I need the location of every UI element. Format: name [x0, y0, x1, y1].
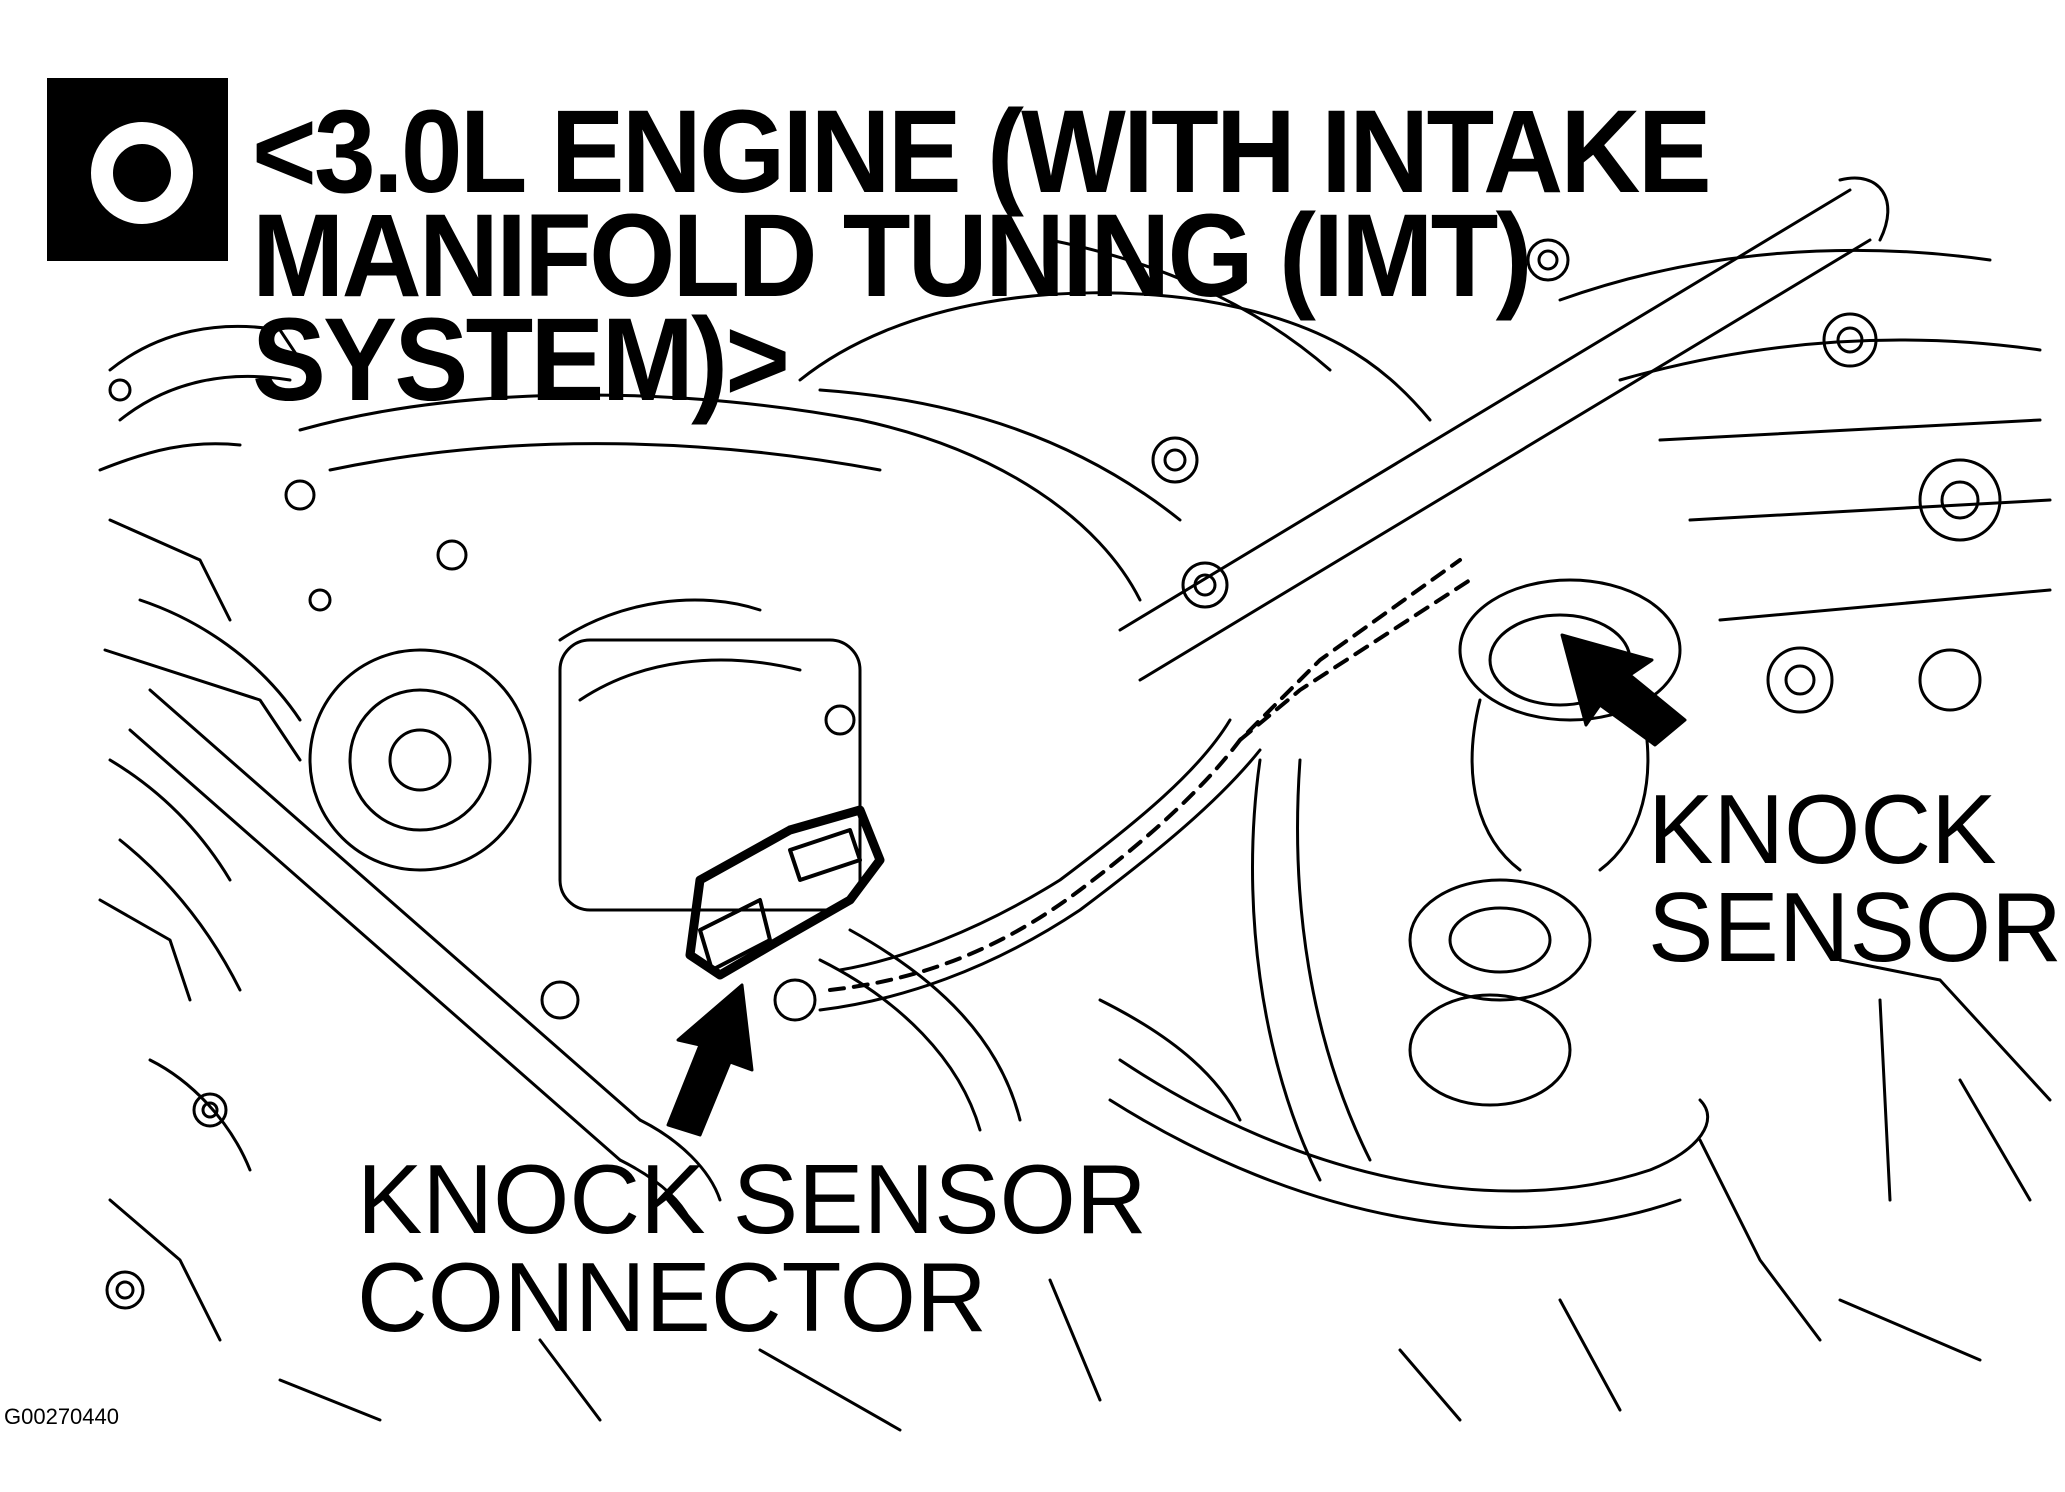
figure-code: G00270440 — [4, 1404, 119, 1429]
knock-sensor-connector-label: KNOCK SENSOR CONNECTOR — [357, 1144, 1147, 1352]
knock-sensor-label: KNOCK SENSOR — [1648, 774, 2062, 982]
connector-detail — [698, 828, 862, 972]
arrow-to-knock-sensor — [1560, 633, 1687, 747]
circle-badge-icon — [47, 78, 228, 261]
circle-symbol — [91, 122, 193, 224]
figure-title: <3.0L ENGINE (WITH INTAKE MANIFOLD TUNIN… — [252, 86, 1712, 426]
arrow-to-connector — [666, 983, 754, 1137]
harness-route — [818, 558, 1472, 1012]
engine-background-lines — [98, 176, 2052, 1432]
knock-sensor-connector-outline — [685, 805, 885, 980]
